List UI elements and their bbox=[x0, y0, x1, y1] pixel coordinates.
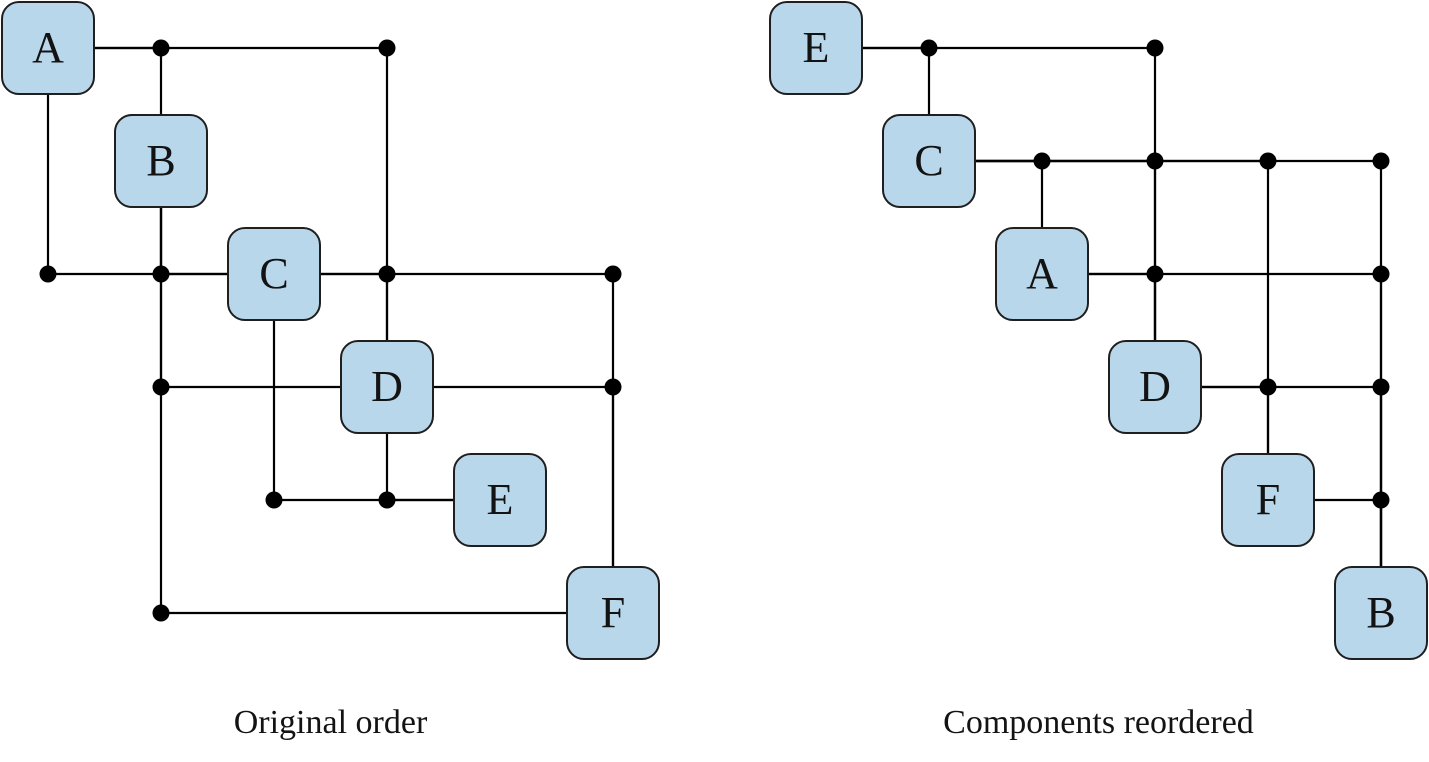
junction-dot-CE bbox=[265, 491, 283, 509]
junction-dot-BC bbox=[152, 265, 170, 283]
junction-dot-AB bbox=[1372, 265, 1390, 283]
node-label-reordered-E: E bbox=[802, 23, 830, 72]
junction-dot-EC bbox=[920, 39, 938, 57]
junction-dot-DB bbox=[1372, 378, 1390, 396]
node-box-original-A: A bbox=[1, 1, 95, 95]
node-box-original-F: F bbox=[566, 566, 660, 660]
node-label-original-B: B bbox=[146, 136, 176, 185]
node-label-original-E: E bbox=[486, 475, 514, 524]
junction-dot-BD bbox=[152, 378, 170, 396]
node-box-reordered-D: D bbox=[1108, 340, 1202, 434]
junction-dot-AD bbox=[378, 39, 396, 57]
junction-dot-DF bbox=[1259, 378, 1277, 396]
node-label-reordered-C: C bbox=[914, 136, 944, 185]
node-label-original-D: D bbox=[371, 362, 403, 411]
node-box-reordered-C: C bbox=[882, 114, 976, 208]
junction-dot-FB bbox=[1372, 491, 1390, 509]
junction-dot-AC bbox=[39, 265, 57, 283]
caption-components-reordered: Components reordered bbox=[943, 704, 1254, 741]
junction-dot-ED bbox=[1146, 39, 1164, 57]
node-box-original-C: C bbox=[227, 227, 321, 321]
junction-dot-DE bbox=[378, 491, 396, 509]
junction-dot-CF bbox=[1259, 152, 1277, 170]
node-box-reordered-F: F bbox=[1221, 453, 1315, 547]
junction-dot-CA bbox=[1033, 152, 1051, 170]
node-label-original-A: A bbox=[32, 23, 64, 72]
node-box-original-D: D bbox=[340, 340, 434, 434]
node-label-original-C: C bbox=[259, 249, 289, 298]
node-box-reordered-E: E bbox=[769, 1, 863, 95]
node-label-original-F: F bbox=[600, 588, 626, 637]
node-label-reordered-D: D bbox=[1139, 362, 1171, 411]
node-box-reordered-B: B bbox=[1334, 566, 1428, 660]
junction-dot-AD bbox=[1146, 265, 1164, 283]
junction-dot-CB bbox=[1372, 152, 1390, 170]
node-label-reordered-B: B bbox=[1366, 588, 1396, 637]
caption-original-order: Original order bbox=[233, 704, 428, 741]
node-box-original-E: E bbox=[453, 453, 547, 547]
junction-dot-DF bbox=[604, 378, 622, 396]
node-label-reordered-F: F bbox=[1255, 475, 1281, 524]
junction-dot-AB bbox=[152, 39, 170, 57]
node-box-original-B: B bbox=[114, 114, 208, 208]
node-box-reordered-A: A bbox=[995, 227, 1089, 321]
junction-dot-CF bbox=[604, 265, 622, 283]
node-label-reordered-A: A bbox=[1026, 249, 1058, 298]
junction-dot-CD bbox=[378, 265, 396, 283]
junction-dot-BF bbox=[152, 604, 170, 622]
junction-dot-CD bbox=[1146, 152, 1164, 170]
